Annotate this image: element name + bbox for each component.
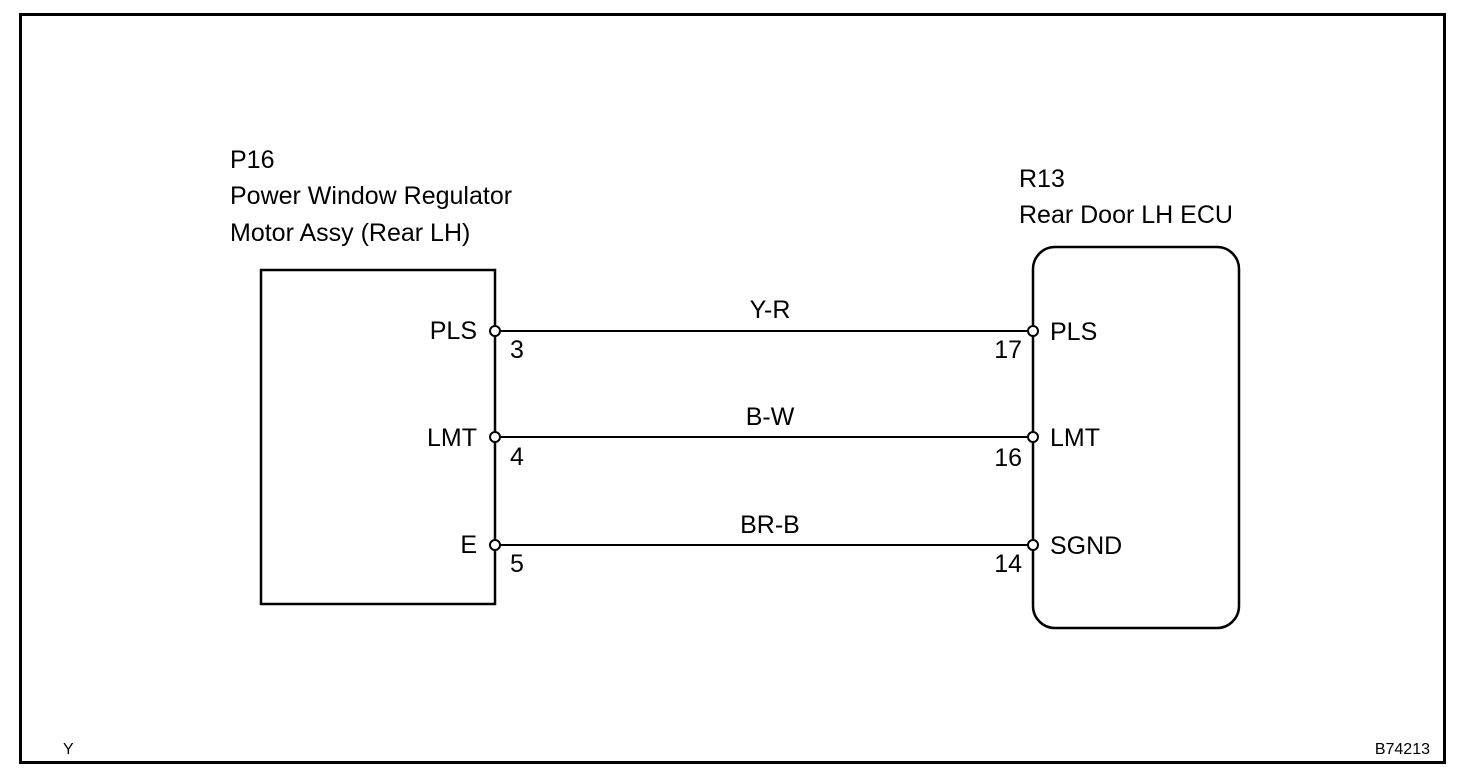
left-component-name-line1: Power Window Regulator bbox=[230, 182, 513, 210]
wire-color-2: B-W bbox=[745, 403, 795, 431]
wire-color-3: BR-B bbox=[740, 511, 800, 539]
terminal-dot-left-1 bbox=[489, 325, 501, 337]
terminal-dot-left-3 bbox=[489, 539, 501, 551]
left-pin-3: 5 bbox=[510, 550, 524, 578]
left-terminal-label-1: PLS bbox=[429, 317, 477, 345]
left-component-code: P16 bbox=[230, 146, 275, 174]
right-terminal-label-1: PLS bbox=[1050, 318, 1098, 346]
left-terminal-label-3: E bbox=[460, 531, 477, 559]
right-pin-3: 14 bbox=[994, 550, 1022, 578]
terminal-dot-right-1 bbox=[1027, 325, 1039, 337]
left-component-name-line2: Motor Assy (Rear LH) bbox=[230, 219, 471, 247]
left-pin-1: 3 bbox=[510, 336, 524, 364]
right-terminal-label-2: LMT bbox=[1050, 424, 1100, 452]
terminal-dot-right-3 bbox=[1027, 539, 1039, 551]
terminal-dot-right-2 bbox=[1027, 431, 1039, 443]
diagram-frame bbox=[19, 13, 1446, 764]
wire-color-1: Y-R bbox=[749, 296, 791, 324]
right-terminal-label-3: SGND bbox=[1050, 532, 1123, 560]
footer-left-mark: Y bbox=[63, 741, 74, 758]
figure-id: B74213 bbox=[1374, 741, 1430, 758]
right-pin-1: 17 bbox=[994, 336, 1022, 364]
right-pin-2: 16 bbox=[994, 444, 1022, 472]
left-terminal-label-2: LMT bbox=[427, 424, 477, 452]
left-pin-2: 4 bbox=[510, 443, 524, 471]
right-component-name: Rear Door LH ECU bbox=[1019, 201, 1233, 229]
terminal-dot-left-2 bbox=[489, 431, 501, 443]
right-component-code: R13 bbox=[1019, 165, 1065, 193]
